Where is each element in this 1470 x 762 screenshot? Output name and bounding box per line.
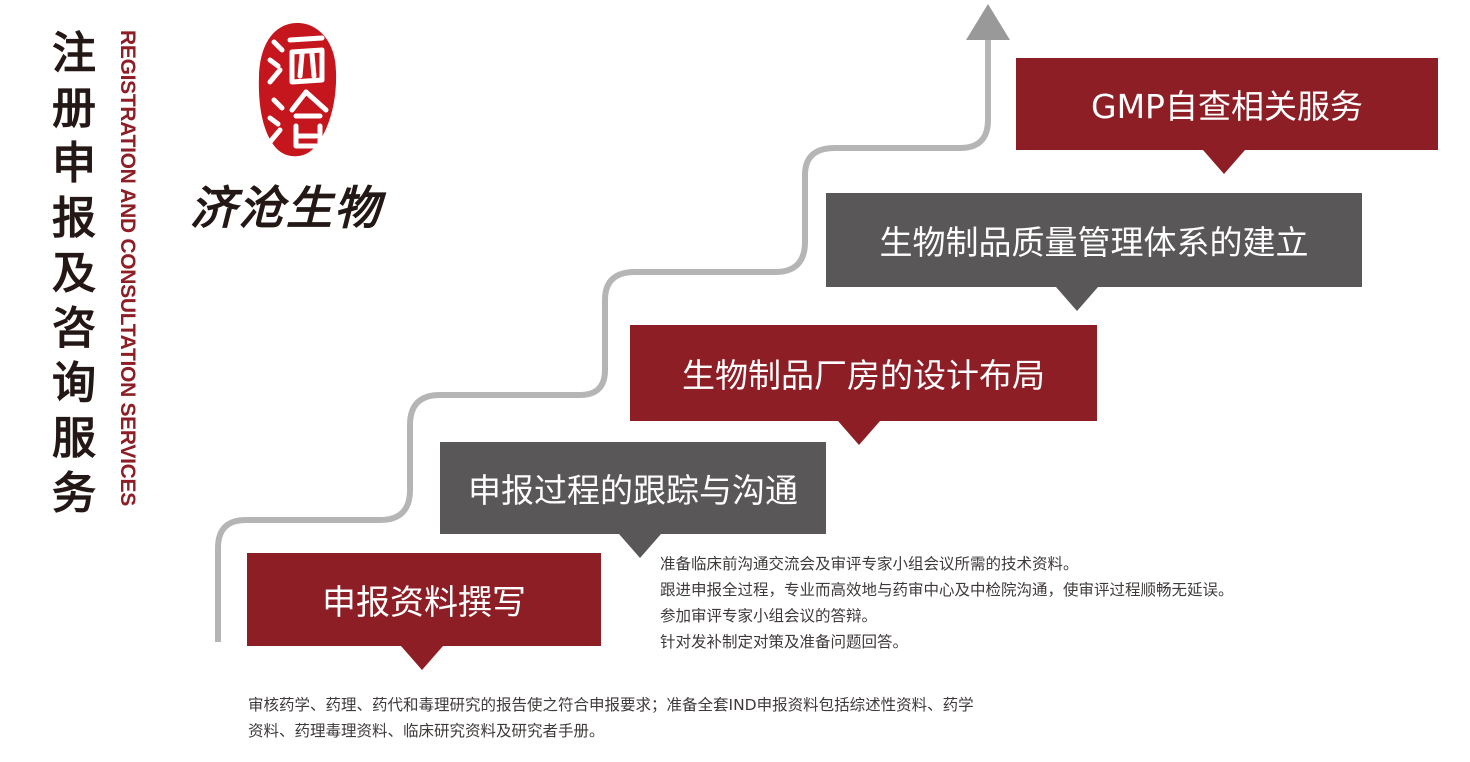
title-char: 册: [52, 83, 96, 134]
title-char: 及: [52, 248, 96, 299]
detail-line: 跟进申报全过程，专业而高效地与药审中心及中检院沟通，使审评过程顺畅无延误。: [660, 581, 1234, 599]
title-char: 服: [52, 413, 96, 464]
stair-line: [215, 38, 991, 642]
step-facility-design: 生物制品厂房的设计布局: [630, 325, 1097, 445]
detail-line: 资料、药理毒理资料、临床研究资料及研究者手册。: [248, 722, 605, 740]
detail-line: 审核药学、药理、药代和毒理研究的报告使之符合申报要求；准备全套IND申报资料包括…: [248, 696, 974, 714]
step-label: 申报资料撰写: [322, 583, 526, 623]
title-char: 注: [52, 28, 96, 79]
title-char: 报: [52, 193, 96, 244]
detail-line: 参加审评专家小组会议的答辩。: [660, 607, 878, 625]
arrow-head-icon: [966, 4, 1010, 40]
brand-name: 济沧生物: [190, 181, 382, 235]
title-char: 务: [52, 468, 96, 519]
step-label: 生物制品质量管理体系的建立: [879, 223, 1309, 262]
step-process-tracking: 申报过程的跟踪与沟通: [440, 442, 826, 558]
step-gmp-self-inspection: GMP自查相关服务: [1016, 58, 1438, 174]
detail-line: 针对发补制定对策及准备问题回答。: [660, 633, 909, 651]
page-title-vertical: 注 册 申 报 及 咨 询 服 务: [46, 26, 102, 521]
step-label: 生物制品厂房的设计布局: [682, 356, 1045, 395]
tracking-details: 准备临床前沟通交流会及审评专家小组会议所需的技术资料。 跟进申报全过程，专业而高…: [660, 551, 1234, 655]
detail-line: 准备临床前沟通交流会及审评专家小组会议所需的技术资料。: [660, 555, 1079, 573]
step-quality-system: 生物制品质量管理体系的建立: [826, 193, 1362, 311]
writing-details: 审核药学、药理、药代和毒理研究的报告使之符合申报要求；准备全套IND申报资料包括…: [248, 692, 974, 744]
step-label: GMP自查相关服务: [1091, 87, 1363, 126]
title-char: 咨: [52, 303, 96, 354]
step-document-writing: 申报资料撰写: [247, 553, 601, 670]
title-char: 询: [52, 358, 96, 409]
seal-logo-icon: [258, 22, 337, 157]
step-label: 申报过程的跟踪与沟通: [468, 471, 798, 510]
title-char: 申: [52, 138, 96, 189]
